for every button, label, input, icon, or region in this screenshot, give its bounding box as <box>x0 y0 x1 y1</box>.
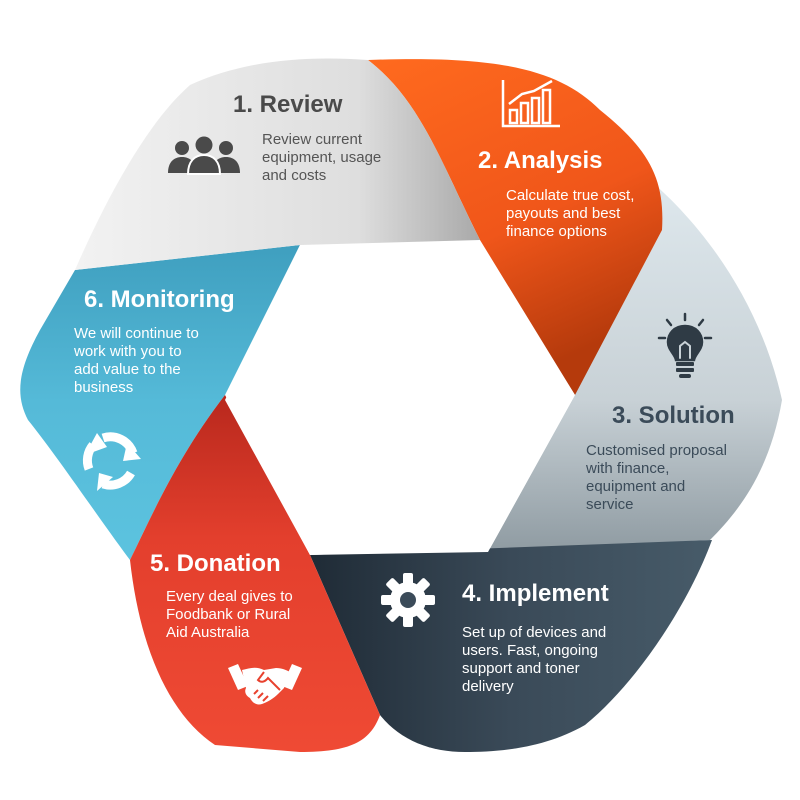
center-hexagon <box>225 245 575 555</box>
step-donation-description: Every deal gives to Foodbank or Rural Ai… <box>166 588 293 641</box>
segment-donation <box>130 395 380 752</box>
step-donation-title: 5. Donation <box>150 550 281 577</box>
segment-analysis <box>368 59 663 395</box>
step-solution-description: Customised proposal with finance, equipm… <box>586 442 727 513</box>
gear-icon <box>381 573 435 627</box>
step-solution-title: 3. Solution <box>612 402 735 429</box>
step-implement-title: 4. Implement <box>462 580 609 607</box>
handshake-icon <box>228 664 302 705</box>
people-icon <box>168 136 240 175</box>
step-analysis-title: 2. Analysis <box>478 147 603 174</box>
lightbulb-icon <box>657 312 713 378</box>
step-review-description: Review current equipment, usage and cost… <box>262 131 382 184</box>
step-monitoring-title: 6. Monitoring <box>84 286 235 313</box>
step-analysis-description: Calculate true cost, payouts and best fi… <box>506 187 635 240</box>
step-implement-description: Set up of devices and users. Fast, ongoi… <box>462 624 607 695</box>
step-monitoring-description: We will continue to work with you to add… <box>74 325 199 396</box>
bar-chart-icon <box>501 79 560 128</box>
segment-solution <box>488 172 782 552</box>
cycle-arrows-icon <box>82 432 141 491</box>
step-review-title: 1. Review <box>233 91 343 118</box>
segment-monitoring <box>20 245 300 560</box>
segment-review <box>75 58 480 270</box>
